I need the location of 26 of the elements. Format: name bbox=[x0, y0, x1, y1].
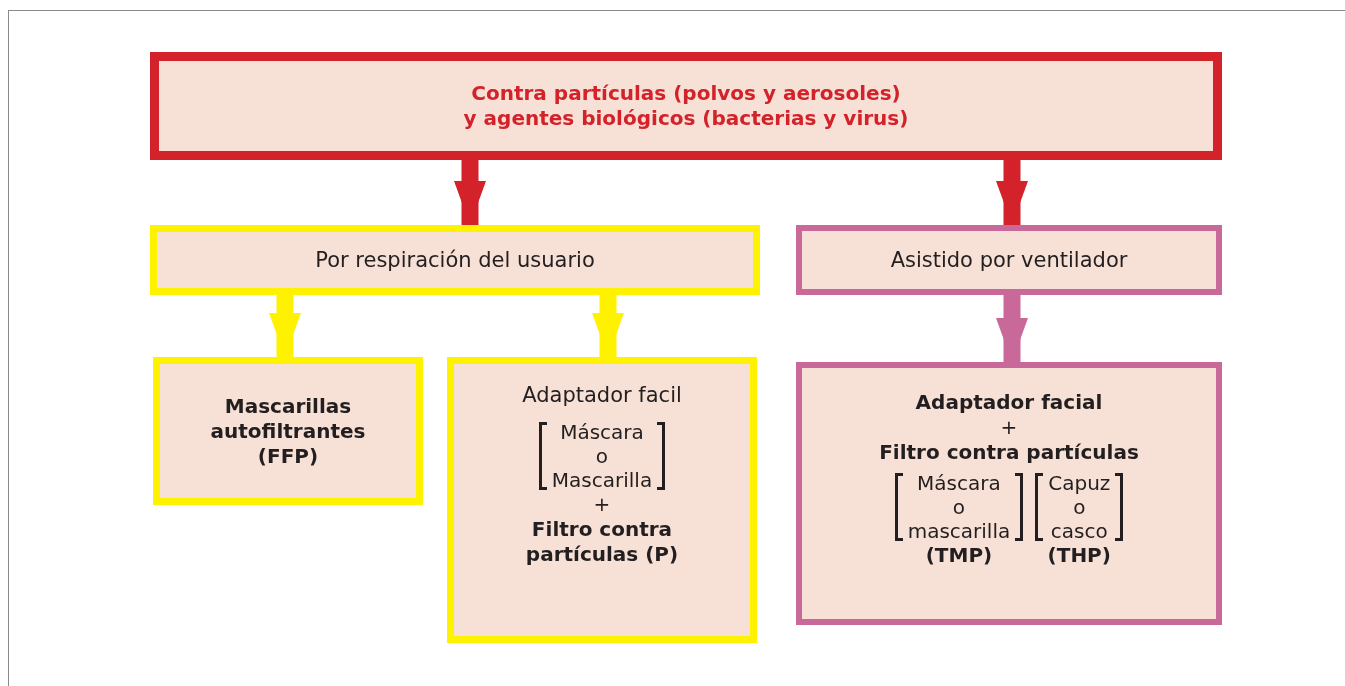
arrow bbox=[269, 295, 301, 357]
code-text: (TMP) bbox=[925, 543, 993, 568]
category-box bbox=[150, 52, 1222, 160]
category-box bbox=[796, 362, 1222, 625]
arrow bbox=[592, 295, 624, 357]
arrow bbox=[996, 295, 1028, 362]
heading-text: Asistido por ventilador bbox=[890, 246, 1128, 274]
title-text: Contra partículas (polvos y aerosoles) y agentes biológicos (bacterias y virus) bbox=[462, 81, 910, 131]
heading-text: Por respiración del usuario bbox=[315, 246, 595, 274]
category-box bbox=[447, 357, 757, 643]
category-box bbox=[153, 357, 423, 505]
heading-text: Adaptador facil bbox=[522, 382, 682, 409]
bracketed-text: Máscara o mascarilla bbox=[906, 471, 1012, 543]
category-box bbox=[796, 225, 1222, 295]
code-text: (THP) bbox=[1047, 543, 1111, 568]
plus-sign: + bbox=[593, 492, 611, 518]
category-box bbox=[150, 225, 760, 295]
item-text: Filtro contra partículas (P) bbox=[524, 517, 680, 568]
item-text: Filtro contra partículas bbox=[879, 440, 1139, 465]
item-text: Mascarillas autofiltrantes (FFP) bbox=[209, 393, 367, 469]
plus-sign: + bbox=[1000, 415, 1018, 440]
arrow bbox=[454, 160, 486, 225]
bracketed-text: Capuz o casco bbox=[1047, 471, 1112, 543]
bracketed-text: Máscara o Mascarilla bbox=[550, 420, 654, 493]
arrow bbox=[996, 160, 1028, 225]
item-text: Adaptador facial bbox=[915, 390, 1103, 415]
